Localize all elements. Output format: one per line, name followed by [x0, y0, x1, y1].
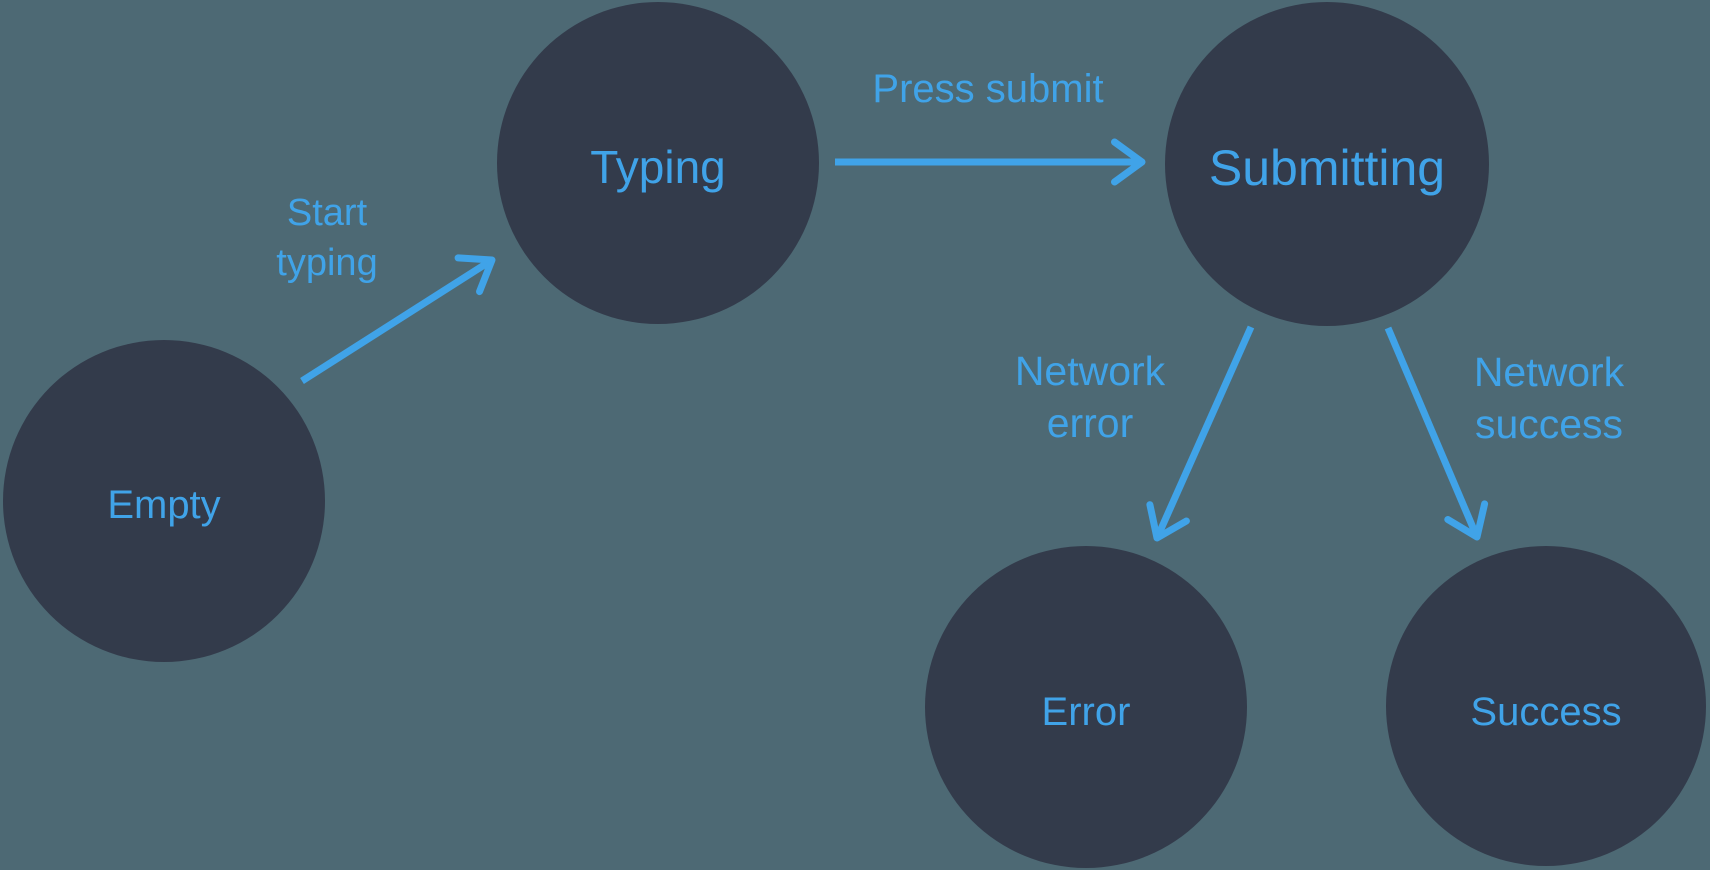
- state-label-error: Error: [1042, 690, 1131, 734]
- state-node-success: Success: [1386, 546, 1706, 866]
- edge-line-start-typing: [300, 257, 494, 384]
- state-circle-empty: [3, 340, 325, 662]
- arrowhead-icon: [454, 254, 496, 296]
- state-node-typing: Typing: [497, 2, 819, 324]
- state-node-submitting: Submitting: [1165, 2, 1489, 326]
- state-label-typing: Typing: [590, 141, 726, 193]
- arrowhead-icon: [1146, 501, 1190, 542]
- edge-line-network-success: [1384, 326, 1481, 539]
- state-circle-success: [1386, 546, 1706, 866]
- state-circle-typing: [497, 2, 819, 324]
- state-label-success: Success: [1470, 690, 1621, 734]
- edge-label-press-submit: Press submit: [872, 67, 1103, 111]
- state-label-submitting: Submitting: [1209, 140, 1445, 196]
- arrowhead-icon: [1111, 138, 1146, 186]
- state-circle-error: [925, 546, 1247, 868]
- state-label-empty: Empty: [107, 483, 220, 527]
- edge-line-network-error: [1153, 325, 1255, 540]
- state-circle-submitting: [1165, 2, 1489, 326]
- state-node-empty: Empty: [3, 340, 325, 662]
- arrowhead-icon: [1444, 500, 1489, 541]
- state-node-error: Error: [925, 546, 1247, 868]
- edge-press-submit: Press submit: [835, 67, 1146, 186]
